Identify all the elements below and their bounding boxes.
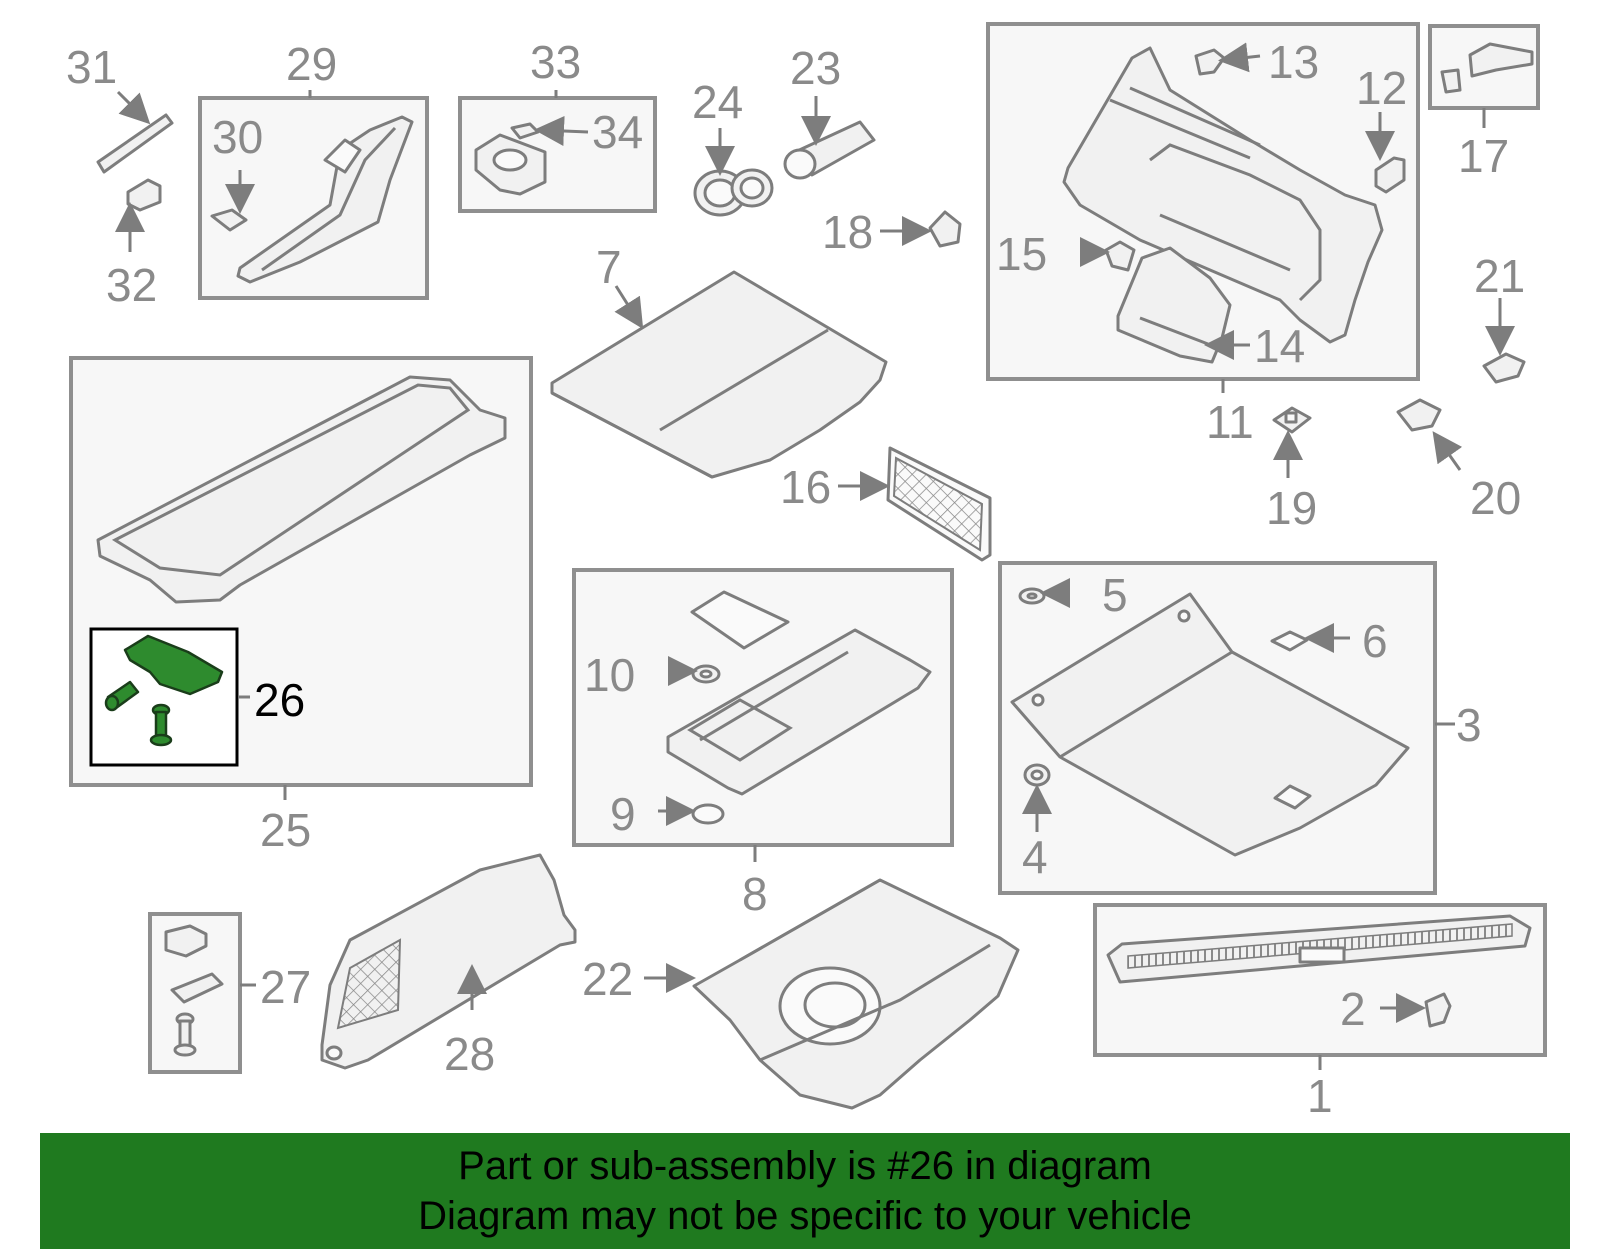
- part-9-grommet: [691, 803, 725, 825]
- leader-lines: [115, 42, 1515, 1070]
- part-26-bracket: [123, 634, 224, 696]
- part-29-side-trim: [236, 115, 414, 284]
- callout-32: 32: [106, 259, 157, 311]
- part-32-clip: [126, 178, 162, 212]
- part-1-sill-plate: [1106, 914, 1532, 984]
- callout-31: 31: [66, 41, 117, 93]
- part-19-nut: [1272, 406, 1312, 434]
- callout-17: 17: [1458, 130, 1509, 182]
- callout-26: 26: [254, 674, 305, 726]
- callout-30: 30: [212, 111, 263, 163]
- part-27-hardware: [164, 924, 224, 1057]
- callout-3: 3: [1456, 699, 1482, 751]
- part-20-clip: [1396, 398, 1442, 432]
- banner-line-disclaimer: Diagram may not be specific to your vehi…: [418, 1194, 1192, 1238]
- callout-23: 23: [790, 42, 841, 94]
- part-22-wheel-well: [692, 878, 1020, 1110]
- callout-16: 16: [780, 461, 831, 513]
- callout-22: 22: [582, 953, 633, 1005]
- part-3-floor-mat: [1010, 592, 1410, 857]
- part-5-grommet: [1018, 587, 1046, 605]
- part-2-clip: [1424, 992, 1452, 1028]
- callout-15: 15: [996, 228, 1047, 280]
- part-25-parcel-shelf: [96, 375, 507, 604]
- callout-20: 20: [1470, 472, 1521, 524]
- callout-8: 8: [742, 868, 768, 920]
- part-16-cargo-net: [886, 446, 992, 562]
- part-26-highlight-box: [89, 627, 239, 767]
- part-33-housing: [474, 133, 547, 196]
- part-24-socket-ring: [693, 168, 774, 217]
- callout-33: 33: [530, 36, 581, 88]
- callout-25: 25: [260, 804, 311, 856]
- callout-6: 6: [1362, 615, 1388, 667]
- banner-line-part: Part or sub-assembly is #26 in diagram: [458, 1144, 1152, 1188]
- part-17-bracket: [1440, 42, 1534, 94]
- part-11-quarter-trim: [1062, 46, 1384, 344]
- part-23-power-socket: [783, 120, 876, 180]
- callout-1: 1: [1307, 1070, 1333, 1122]
- callout-19: 19: [1266, 482, 1317, 534]
- callout-14: 14: [1254, 320, 1305, 372]
- part-4-grommet: [1023, 763, 1051, 787]
- callout-10: 10: [584, 649, 635, 701]
- callout-21: 21: [1474, 250, 1525, 302]
- callout-12: 12: [1356, 62, 1407, 114]
- callout-9: 9: [610, 788, 636, 840]
- part-31-trim-strip: [96, 113, 174, 174]
- info-banner: Part or sub-assembly is #26 in diagram D…: [40, 1133, 1570, 1249]
- callout-11: 11: [1206, 396, 1254, 448]
- part-7-floor-panel: [550, 270, 888, 479]
- callout-27: 27: [260, 961, 311, 1013]
- part-26-bolt: [149, 703, 173, 747]
- part-10-grommet: [691, 664, 721, 684]
- callout-28: 28: [444, 1028, 495, 1080]
- part-28-side-shelf: [320, 853, 577, 1070]
- part-8-floor-panel: [666, 590, 932, 796]
- part-14-bracket: [1116, 246, 1232, 364]
- callout-4: 4: [1022, 831, 1048, 883]
- callout-24: 24: [692, 76, 743, 128]
- callout-2: 2: [1340, 983, 1366, 1035]
- part-21-clip: [1482, 352, 1526, 384]
- part-15-clip: [1104, 240, 1136, 272]
- callout-29: 29: [286, 38, 337, 90]
- callout-5: 5: [1102, 569, 1128, 621]
- callout-18: 18: [822, 206, 873, 258]
- callout-7: 7: [596, 241, 622, 293]
- callout-13: 13: [1268, 36, 1319, 88]
- callout-34: 34: [592, 106, 643, 158]
- part-18-clip: [928, 210, 962, 248]
